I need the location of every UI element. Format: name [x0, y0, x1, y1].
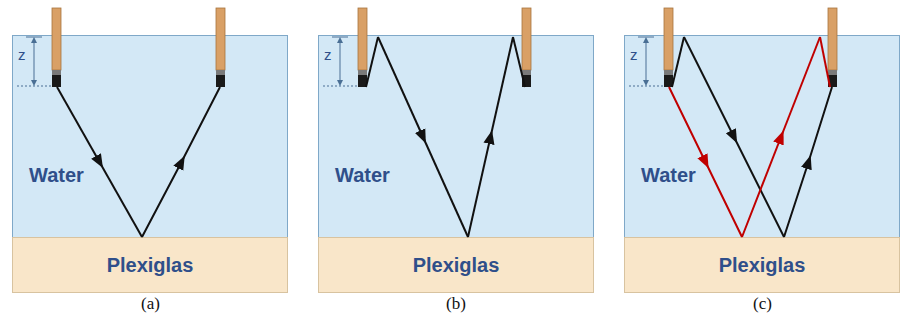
panel-caption: (a)	[141, 294, 160, 314]
depth-label: z	[324, 46, 332, 63]
medium-label: Water	[335, 164, 390, 187]
plexiglas-band: Plexiglas	[318, 237, 594, 293]
plexiglas-band: Plexiglas	[12, 237, 288, 293]
medium-label: Water	[29, 164, 84, 187]
depth-label: z	[18, 46, 26, 63]
plexiglas-band: Plexiglas	[624, 237, 900, 293]
material-label: Plexiglas	[413, 254, 500, 277]
panel-caption: (c)	[753, 294, 772, 314]
depth-label: z	[630, 46, 638, 63]
material-label: Plexiglas	[719, 254, 806, 277]
medium-label: Water	[641, 164, 696, 187]
material-label: Plexiglas	[107, 254, 194, 277]
panel-caption: (b)	[446, 294, 466, 314]
